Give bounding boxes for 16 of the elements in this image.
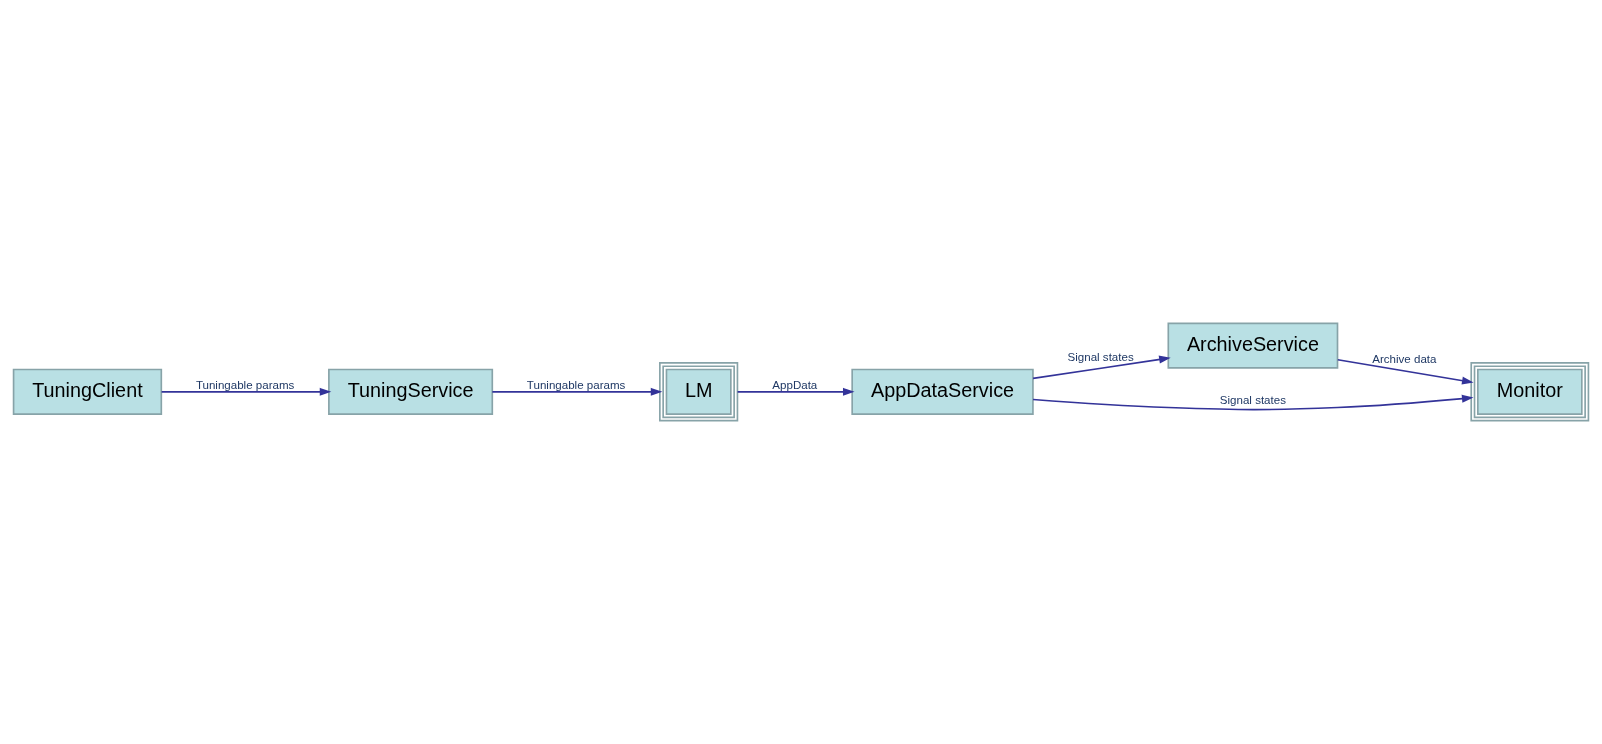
edge-label: Archive data	[1372, 353, 1437, 366]
edge-label: Signal states	[1219, 394, 1286, 407]
edge-label: Tuningable params	[526, 378, 626, 391]
edge-label: Signal states	[1067, 351, 1134, 364]
arrow	[1032, 355, 1171, 380]
edge-label: AppData	[772, 378, 818, 391]
arrow	[736, 387, 855, 396]
node-box: TuningService	[328, 368, 494, 415]
node-box: ArchiveService	[1167, 322, 1339, 369]
node-box: AppDataService	[851, 368, 1034, 415]
arrow	[1032, 394, 1474, 411]
arrow	[160, 387, 332, 396]
node-box: TuningClient	[12, 368, 163, 415]
arrow	[491, 387, 663, 396]
edge-label: Tuningable params	[195, 378, 295, 391]
arrow	[1337, 358, 1474, 385]
